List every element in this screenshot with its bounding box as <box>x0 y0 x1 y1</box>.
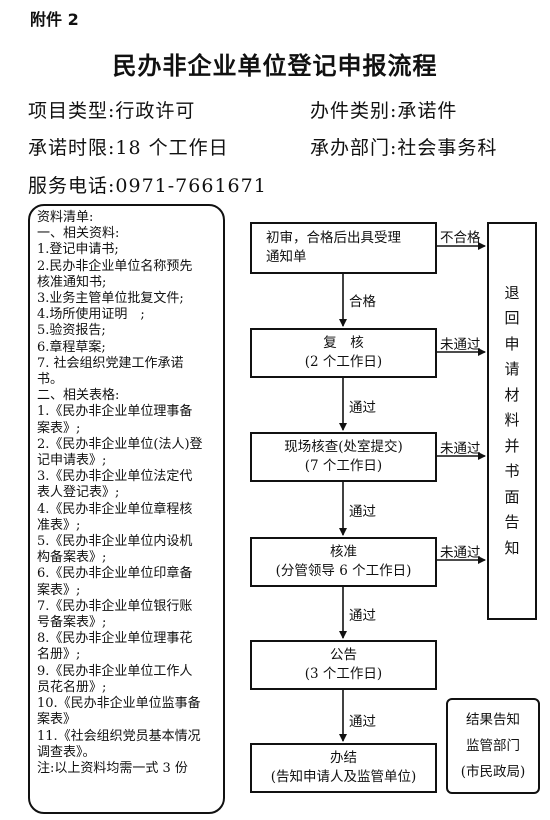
fail-label-1: 不合格 <box>440 230 481 246</box>
time-limit: 承诺时限:18 个工作日 <box>28 137 229 159</box>
edge-label-1: 合格 <box>349 294 376 310</box>
materials-line: 9.《民办非企业单位工作人 <box>37 663 193 679</box>
materials-line: 2.《民办非企业单位(法人)登 <box>37 436 203 452</box>
materials-line: 4.场所使用证明 ; <box>37 307 145 323</box>
fail-label-2: 未通过 <box>440 337 481 353</box>
case-type: 办件类别:承诺件 <box>310 100 458 122</box>
page-title: 民办非企业单位登记申报流程 <box>112 52 438 80</box>
reject-char: 申 <box>504 334 520 353</box>
materials-line: 二、相关表格: <box>37 388 120 404</box>
reject-char: 书 <box>504 462 520 481</box>
materials-line: 3.《民办非企业单位法定代 <box>37 469 193 485</box>
reject-char: 退 <box>504 283 520 302</box>
reject-char: 面 <box>504 487 520 506</box>
reject-char: 告 <box>504 513 520 532</box>
fail-label-4: 未通过 <box>440 545 481 561</box>
reject-notice-box: 退回申请材料并书面告知 <box>487 222 537 620</box>
materials-line: 核准通知书; <box>37 274 107 290</box>
materials-line: 3.业务主管单位批复文件; <box>37 291 184 307</box>
materials-line: 构备案表》; <box>37 550 107 566</box>
reject-char: 材 <box>504 385 520 404</box>
materials-line: 5.《民办非企业单位内设机 <box>37 534 193 550</box>
attachment-label: 附件 2 <box>30 10 79 29</box>
materials-line: 案表》; <box>37 582 81 598</box>
materials-line: 案表》; <box>37 420 81 436</box>
item-type: 项目类型:行政许可 <box>28 100 196 122</box>
materials-list: 资料清单:一、相关资料:1.登记申请书;2.民办非企业单位名称预先核准通知书;3… <box>28 204 225 814</box>
edge-label-2: 通过 <box>349 400 376 416</box>
materials-line: 1.《民办非企业单位理事备 <box>37 404 193 420</box>
edge-label-5: 通过 <box>349 714 376 730</box>
materials-line: 名册》; <box>37 647 81 663</box>
materials-line: 6.《民办非企业单位印章备 <box>37 566 193 582</box>
materials-line: 2.民办非企业单位名称预先 <box>37 258 193 274</box>
materials-line: 调查表》。 <box>37 744 96 760</box>
materials-line: 8.《民办非企业单位理事花 <box>37 631 193 647</box>
materials-line: 案表》 <box>37 712 77 728</box>
materials-line: 7.《民办非企业单位银行账 <box>37 598 193 614</box>
materials-line: 准表》; <box>37 517 81 533</box>
materials-line: 5.验资报告; <box>37 323 106 339</box>
materials-line: 表人登记表》; <box>37 485 120 501</box>
reject-char: 回 <box>504 309 520 328</box>
step-announcement: 公告 (3 个工作日) <box>250 640 437 690</box>
department: 承办部门:社会事务科 <box>310 137 498 159</box>
materials-line: 注:以上资料均需一式 3 份 <box>37 760 188 776</box>
materials-line: 员花名册》; <box>37 679 107 695</box>
service-phone: 服务电话:0971-7661671 <box>28 175 267 197</box>
reject-char: 料 <box>504 411 520 430</box>
materials-line: 10.《民办非企业单位监事备 <box>37 696 201 712</box>
edge-label-4: 通过 <box>349 608 376 624</box>
reject-char: 请 <box>504 360 520 379</box>
materials-line: 一、相关资料: <box>37 226 120 242</box>
step-approval: 核准 (分管领导 6 个工作日) <box>250 537 437 587</box>
reject-char: 并 <box>504 436 520 455</box>
materials-line: 11.《社会组织党员基本情况 <box>37 728 201 744</box>
materials-line: 资料清单: <box>37 210 94 225</box>
materials-line: 记申请表》; <box>37 453 107 469</box>
step-completion: 办结 (告知申请人及监管单位) <box>250 743 437 793</box>
reject-char: 知 <box>504 538 520 557</box>
step-onsite-check: 现场核查(处室提交) (7 个工作日) <box>250 432 437 482</box>
materials-line: 4.《民办非企业单位章程核 <box>37 501 193 517</box>
step-initial-review: 初审，合格后出具受理 通知单 <box>250 222 437 274</box>
materials-line: 7. 社会组织党建工作承诺 <box>37 355 184 371</box>
result-notice-box: 结果告知 监管部门 (市民政局) <box>446 698 540 794</box>
materials-line: 号备案表》; <box>37 615 107 631</box>
fail-label-3: 未通过 <box>440 441 481 457</box>
step-recheck: 复 核 (2 个工作日) <box>250 328 437 378</box>
materials-line: 6.章程草案; <box>37 339 106 355</box>
materials-line: 书。 <box>37 372 64 388</box>
materials-line: 1.登记申请书; <box>37 242 119 258</box>
edge-label-3: 通过 <box>349 504 376 520</box>
